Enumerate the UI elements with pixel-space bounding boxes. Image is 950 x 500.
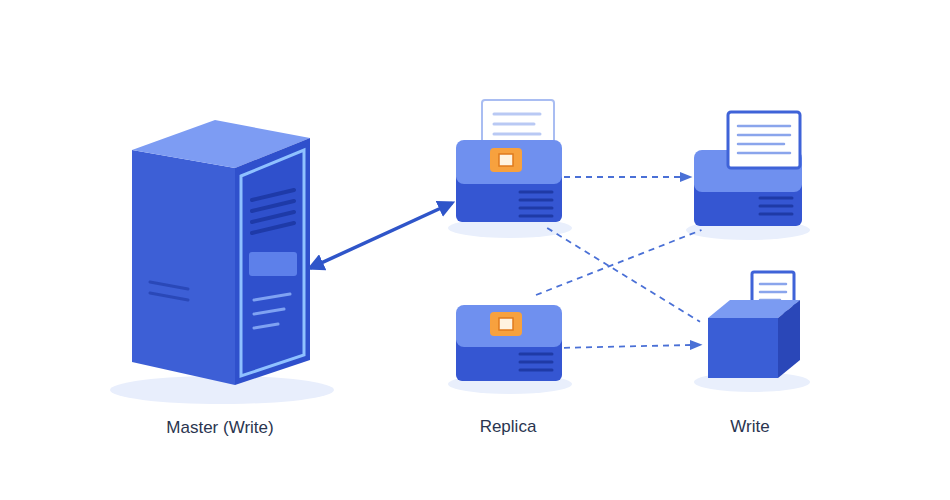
client-cube-illustration <box>694 272 810 392</box>
replication-link <box>564 345 700 348</box>
replication-link <box>547 228 700 322</box>
server-node: Replica <box>452 295 564 383</box>
server-node <box>690 130 805 230</box>
replica-server-illustration <box>448 305 572 394</box>
node-label: Master (Write) <box>100 418 340 438</box>
server-node <box>452 128 564 228</box>
node-label: Replica <box>388 417 628 437</box>
replication-link <box>536 230 702 295</box>
client-server-illustration <box>686 112 810 240</box>
replication-link <box>564 176 690 178</box>
server-node: Write <box>700 270 800 385</box>
sync-arrow <box>310 203 452 268</box>
master-server-illustration <box>110 120 334 404</box>
node-label: Write <box>630 417 870 437</box>
replica-server-illustration <box>448 100 572 238</box>
server-node: Master (Write) <box>130 118 310 386</box>
